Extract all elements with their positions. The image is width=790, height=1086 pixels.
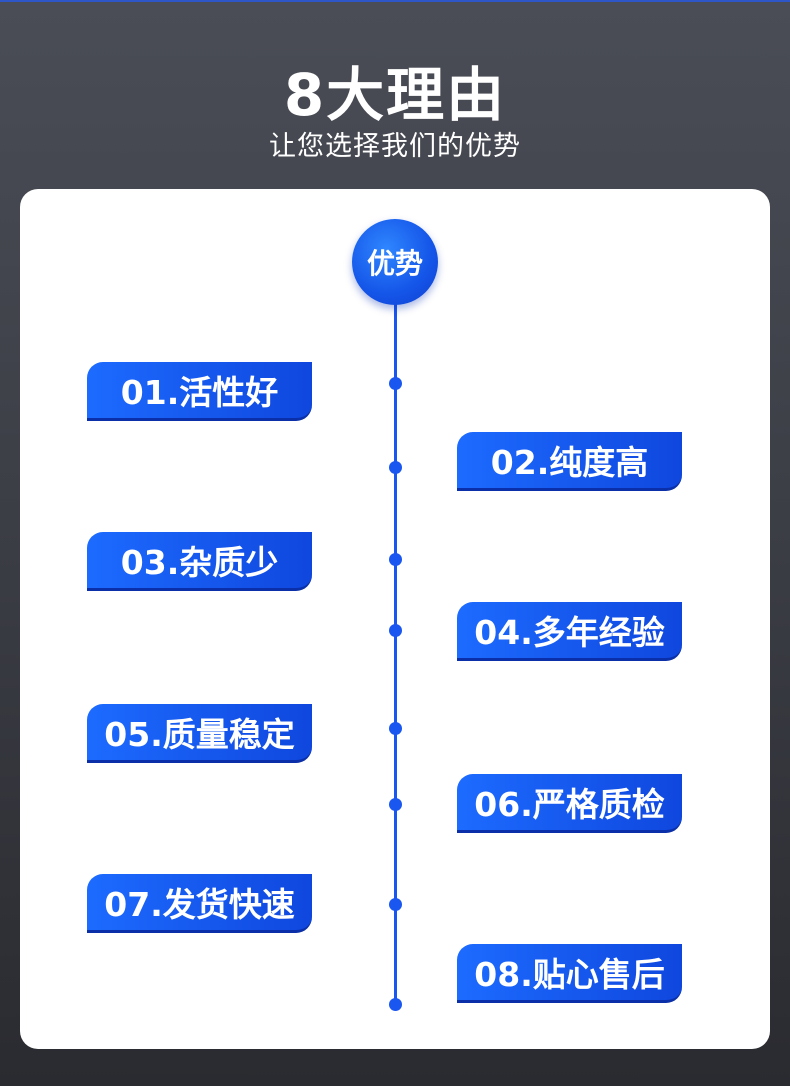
timeline-dot xyxy=(389,553,402,566)
timeline-dot xyxy=(389,722,402,735)
reason-tag-08: 08.贴心售后 xyxy=(457,944,682,1003)
reason-tag-07: 07.发货快速 xyxy=(87,874,312,933)
reason-tag-02: 02.纯度高 xyxy=(457,432,682,491)
timeline-dot xyxy=(389,461,402,474)
reason-tag-05: 05.质量稳定 xyxy=(87,704,312,763)
timeline-dot xyxy=(389,798,402,811)
top-accent-line xyxy=(0,0,790,2)
timeline-line xyxy=(394,300,397,1004)
timeline-dot xyxy=(389,624,402,637)
timeline-dot xyxy=(389,377,402,390)
page-subtitle: 让您选择我们的优势 xyxy=(269,131,521,162)
advantage-badge: 优势 xyxy=(352,219,438,305)
page-title: 8大理由 xyxy=(283,61,507,129)
reason-tag-01: 01.活性好 xyxy=(87,362,312,421)
reason-tag-06: 06.严格质检 xyxy=(457,774,682,833)
timeline-dot xyxy=(389,898,402,911)
reason-tag-03: 03.杂质少 xyxy=(87,532,312,591)
reason-tag-04: 04.多年经验 xyxy=(457,602,682,661)
timeline-dot xyxy=(389,998,402,1011)
